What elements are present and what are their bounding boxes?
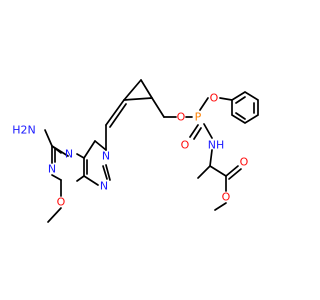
atom-label: O [177, 111, 186, 124]
bond [102, 165, 108, 180]
bond [203, 123, 213, 139]
bond [199, 97, 209, 111]
bond [105, 99, 125, 126]
atom-label: O [181, 139, 190, 152]
bond [197, 165, 211, 179]
atom-label: P [195, 111, 202, 124]
phenyl-ring [231, 91, 259, 124]
atom-label: O [240, 156, 249, 169]
atom-labels: H2N N N N N O O P O O NH O O [12, 92, 248, 209]
bond [51, 145, 62, 154]
bond [214, 202, 227, 211]
bond [51, 174, 62, 181]
atom-label: N [48, 163, 56, 176]
bond [235, 96, 246, 104]
atom-label: N [100, 180, 108, 193]
bond [151, 97, 165, 118]
atom-label: O [222, 191, 231, 204]
bond [76, 153, 85, 159]
bond [209, 165, 227, 177]
bond [235, 112, 246, 120]
bond [76, 175, 85, 182]
bond [83, 140, 96, 159]
bond [123, 97, 153, 101]
bond [47, 207, 62, 223]
bond [123, 79, 142, 101]
bond [209, 149, 213, 167]
bond [83, 175, 99, 186]
molecule-structure: H2N N N N N O O P O O NH O O [0, 0, 300, 300]
bond [140, 79, 153, 99]
bond [189, 124, 199, 138]
atom-label: N [65, 148, 73, 161]
atom-label: H2N [12, 124, 36, 137]
bond [105, 164, 111, 181]
phosphoramidate [185, 91, 259, 211]
atom-label: NH [208, 139, 225, 152]
vinyl-cyclopropane [105, 79, 177, 151]
atom-label: O [57, 196, 66, 209]
purine-ring [44, 129, 111, 223]
bond [109, 103, 127, 128]
atom-label: O [210, 92, 219, 105]
bond [193, 127, 202, 140]
bond [228, 168, 242, 180]
background [0, 0, 300, 300]
bond [219, 97, 233, 101]
bond [44, 129, 53, 147]
bond [225, 165, 239, 177]
atom-label: N [102, 150, 110, 163]
bond [94, 140, 107, 151]
